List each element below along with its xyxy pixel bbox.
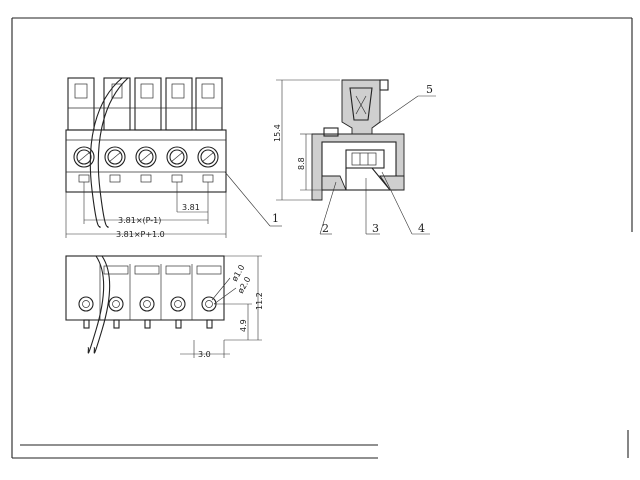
- dim-pin-label: 4.9: [239, 319, 248, 332]
- screw-icon: [73, 146, 219, 168]
- dim-pin-offset-label: 3.0: [198, 350, 211, 359]
- drawing-frame: [11, 17, 633, 459]
- dim-pitch-label: 3.81: [182, 203, 200, 212]
- callout-3: 3: [372, 222, 379, 235]
- dim-height-label: 15.4: [273, 124, 282, 142]
- dim-span-label: 3.81×(P-1): [118, 216, 161, 225]
- callout-5: 5: [426, 83, 433, 96]
- callout-4: 4: [418, 222, 425, 235]
- callout-1: 1: [272, 212, 279, 225]
- callout-2: 2: [322, 222, 329, 235]
- front-view: [65, 77, 282, 238]
- side-section-view: [276, 79, 436, 235]
- pin-side-view: [65, 255, 262, 358]
- dim-height-11-label: 11.2: [255, 292, 264, 310]
- dim-body-label: 8.8: [297, 157, 306, 170]
- dim-total-label: 3.81×P+1.0: [116, 230, 165, 239]
- pin-hole-icon: [78, 296, 217, 312]
